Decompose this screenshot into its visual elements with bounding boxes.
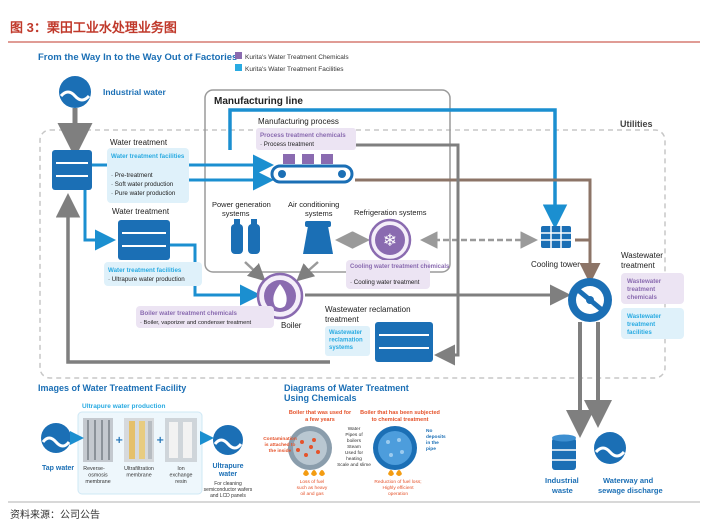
cooling-tower-icon (541, 226, 571, 248)
manufacturing-line-label: Manufacturing line (214, 96, 303, 107)
water-treatment-1-box-title: Water treatment facilities (111, 153, 185, 160)
conveyor-icon (270, 154, 354, 184)
dirty-boiler-diagram (288, 426, 332, 470)
flow-process-wastewater (355, 178, 601, 284)
ultrapure-water-icon (213, 425, 243, 455)
manufacturing-process-title: Manufacturing process (258, 117, 339, 126)
power-generation-icon (231, 219, 260, 254)
svg-text:❄: ❄ (383, 231, 397, 251)
figure-source: 资料来源：公司公告 (10, 508, 100, 521)
header-title: From the Way In to the Way Out of Factor… (38, 52, 237, 63)
legend-label-facilities: Kurita's Water Treatment Facilities (245, 66, 344, 73)
reclamation-icon (375, 322, 433, 362)
flames-right (388, 470, 402, 476)
air-conditioning-icon (303, 221, 333, 254)
flow-aircon-boiler (296, 261, 319, 282)
cooling-item-0: · Cooling water treatment (350, 279, 420, 286)
tap-water-label: Tap water (42, 465, 74, 472)
water-treatment-2-box (104, 262, 202, 286)
images-section-subtitle: Ultrapure water production (82, 403, 165, 410)
legend-label-chemicals: Kurita's Water Treatment Chemicals (245, 54, 349, 61)
legend-swatch-facilities (235, 64, 242, 71)
tap-water-icon (41, 423, 71, 453)
water-treatment-1-title: Water treatment (110, 138, 168, 147)
flow-power-boiler (244, 261, 266, 282)
flow-wt1-wt2 (83, 190, 116, 251)
process-chem-box-title: Process treatment chemicals (260, 132, 346, 139)
flames-left (303, 470, 325, 476)
wastewater-facility-box (621, 308, 684, 339)
water-treatment-2-icon (118, 220, 170, 260)
waterway-icon (594, 432, 626, 464)
wastewater-chem-box (621, 273, 684, 304)
water-treatment-1-box (107, 148, 189, 203)
wt1-item-0: · Pre-treatment (111, 172, 153, 179)
utilities-label: Utilities (620, 119, 653, 129)
boiler-chem-box (136, 306, 274, 328)
snowflake-icon: ❄ (368, 218, 412, 262)
reclamation-box (325, 326, 370, 356)
boiler-item-0: · Boiler, vaporizer and condenser treatm… (140, 320, 252, 326)
uf-membrane-photo (124, 418, 154, 462)
water-treatment-2-box-title: Water treatment facilities (108, 267, 182, 274)
boiler-label: Boiler (281, 321, 302, 330)
boiler-chem-box-title: Boiler water treatment chemicals (140, 310, 238, 317)
cooling-tower-label: Cooling tower (531, 260, 580, 269)
plus-icon-2: + (156, 435, 164, 446)
flow-to-reclamation (355, 143, 460, 366)
process-item-0: · Process treatment (260, 141, 314, 148)
ion-exchange-photo (165, 418, 197, 462)
legend-swatch-chemicals (235, 52, 242, 59)
refrigeration-label: Refrigeration systems (354, 208, 427, 217)
flow-reclamation-return (55, 193, 330, 364)
figure-caption: 图 3：栗田工业水处理业务图 (10, 20, 177, 35)
clean-boiler-diagram (373, 426, 417, 470)
wastewater-treatment-icon (568, 278, 612, 322)
flow-to-cooling-tower (228, 108, 568, 229)
industrial-waste-icon (552, 434, 576, 470)
images-section-title: Images of Water Treatment Facility (38, 383, 186, 393)
wt1-item-1: · Soft water production (111, 181, 174, 188)
cooling-chem-box-title: Cooling water treatment chemicals (350, 264, 450, 270)
cooling-chem-box (346, 260, 430, 289)
process-chem-box (256, 128, 356, 150)
ro-membrane-photo (83, 418, 113, 462)
water-treatment-1-icon (52, 150, 92, 190)
wt1-item-2: · Pure water production (111, 190, 176, 197)
water-treatment-2-title: Water treatment (112, 207, 170, 216)
plus-icon-1: + (115, 435, 123, 446)
industrial-water-label: Industrial water (103, 87, 167, 97)
wt2-item-0: · Ultrapure water production (108, 276, 185, 283)
